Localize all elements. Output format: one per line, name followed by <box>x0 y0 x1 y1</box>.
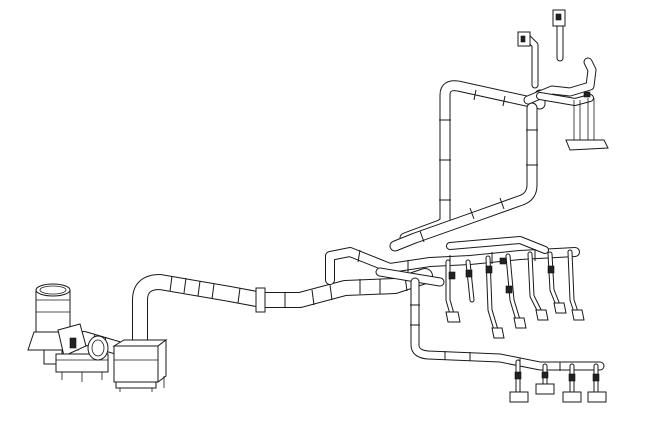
lower-dampers <box>514 371 600 382</box>
middle-manifold <box>325 236 585 339</box>
manifold-dampers <box>448 257 555 294</box>
riser-rings <box>419 89 538 243</box>
fan-unit <box>55 335 109 382</box>
flange-plate <box>255 287 266 313</box>
upper-branch <box>517 9 609 151</box>
upper-hood <box>565 139 609 151</box>
main-trunk-duct <box>132 268 433 360</box>
manifold-drops <box>445 249 579 333</box>
lower-manifold <box>410 277 607 403</box>
collector-stack <box>27 283 87 365</box>
filter-hopper <box>112 339 168 392</box>
riser-duct <box>389 80 546 252</box>
lower-hoods <box>509 383 607 403</box>
manifold-hoods <box>445 302 585 339</box>
